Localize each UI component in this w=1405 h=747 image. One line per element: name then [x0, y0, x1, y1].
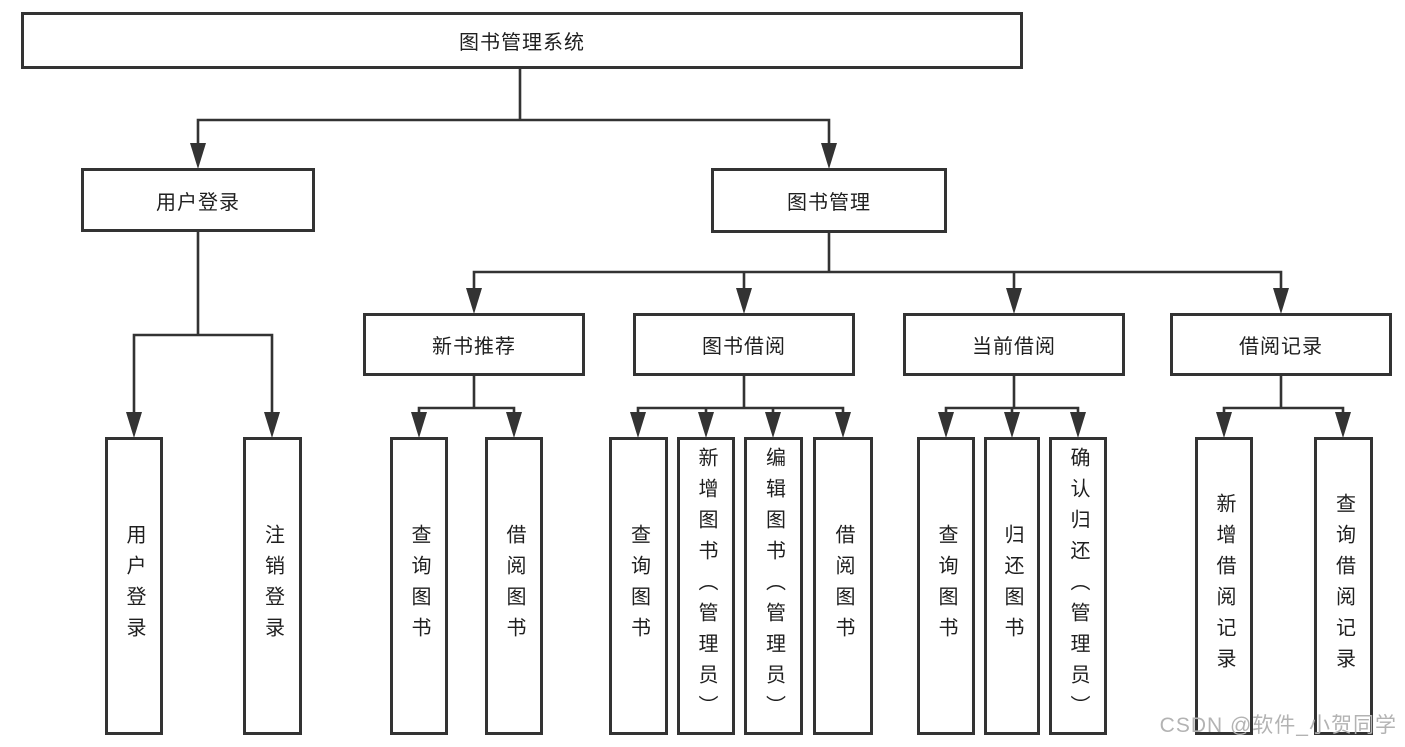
csdn-watermark: CSDN @软件_小贺同学 — [1159, 714, 1397, 737]
node-book-management-branch: 图书管理 — [711, 168, 947, 233]
node-label: 图书管理 — [787, 192, 871, 214]
leaf-return-books: 归还图书 — [984, 437, 1040, 735]
node-new-book-recommend: 新书推荐 — [363, 313, 585, 376]
node-label: 编辑图书（管理员） — [762, 446, 785, 726]
node-label: 查询图书 — [408, 524, 430, 648]
leaf-user-login: 用户登录 — [105, 437, 163, 735]
node-label: 新书推荐 — [432, 336, 516, 358]
node-label: 新增图书（管理员） — [695, 446, 717, 726]
node-user-login-branch: 用户登录 — [81, 168, 315, 232]
node-label: 借阅图书 — [503, 524, 525, 648]
node-label: 用户登录 — [123, 524, 145, 648]
node-label: 查询图书 — [935, 524, 957, 648]
node-label: 图书管理系统 — [459, 32, 585, 54]
leaf-logout: 注销登录 — [243, 437, 302, 735]
leaf-add-borrow-record: 新增借阅记录 — [1195, 437, 1253, 735]
node-label: 借阅图书 — [832, 524, 854, 648]
leaf-query-books-recommend: 查询图书 — [390, 437, 448, 735]
node-label: 注销登录 — [261, 524, 284, 648]
leaf-add-books-admin: 新增图书（管理员） — [677, 437, 735, 735]
leaf-confirm-return-admin: 确认归还（管理员） — [1049, 437, 1107, 735]
leaf-query-borrow-record: 查询借阅记录 — [1314, 437, 1373, 735]
node-borrow-records: 借阅记录 — [1170, 313, 1392, 376]
node-system-root: 图书管理系统 — [21, 12, 1023, 69]
leaf-edit-books-admin: 编辑图书（管理员） — [744, 437, 803, 735]
node-book-borrowing: 图书借阅 — [633, 313, 855, 376]
node-current-borrowing: 当前借阅 — [903, 313, 1125, 376]
node-label: 新增借阅记录 — [1213, 493, 1235, 679]
leaf-borrow-books: 借阅图书 — [813, 437, 873, 735]
node-label: 归还图书 — [1001, 524, 1023, 648]
node-label: 用户登录 — [156, 191, 240, 214]
leaf-borrow-books-recommend: 借阅图书 — [485, 437, 543, 735]
node-label: 查询借阅记录 — [1332, 493, 1355, 679]
node-label: 当前借阅 — [972, 336, 1056, 358]
node-label: 借阅记录 — [1239, 336, 1323, 358]
node-label: 查询图书 — [627, 524, 650, 648]
leaf-query-books-current: 查询图书 — [917, 437, 975, 735]
node-label: 图书借阅 — [702, 336, 786, 358]
node-label: 确认归还（管理员） — [1067, 446, 1089, 726]
leaf-query-books-borrowing: 查询图书 — [609, 437, 668, 735]
